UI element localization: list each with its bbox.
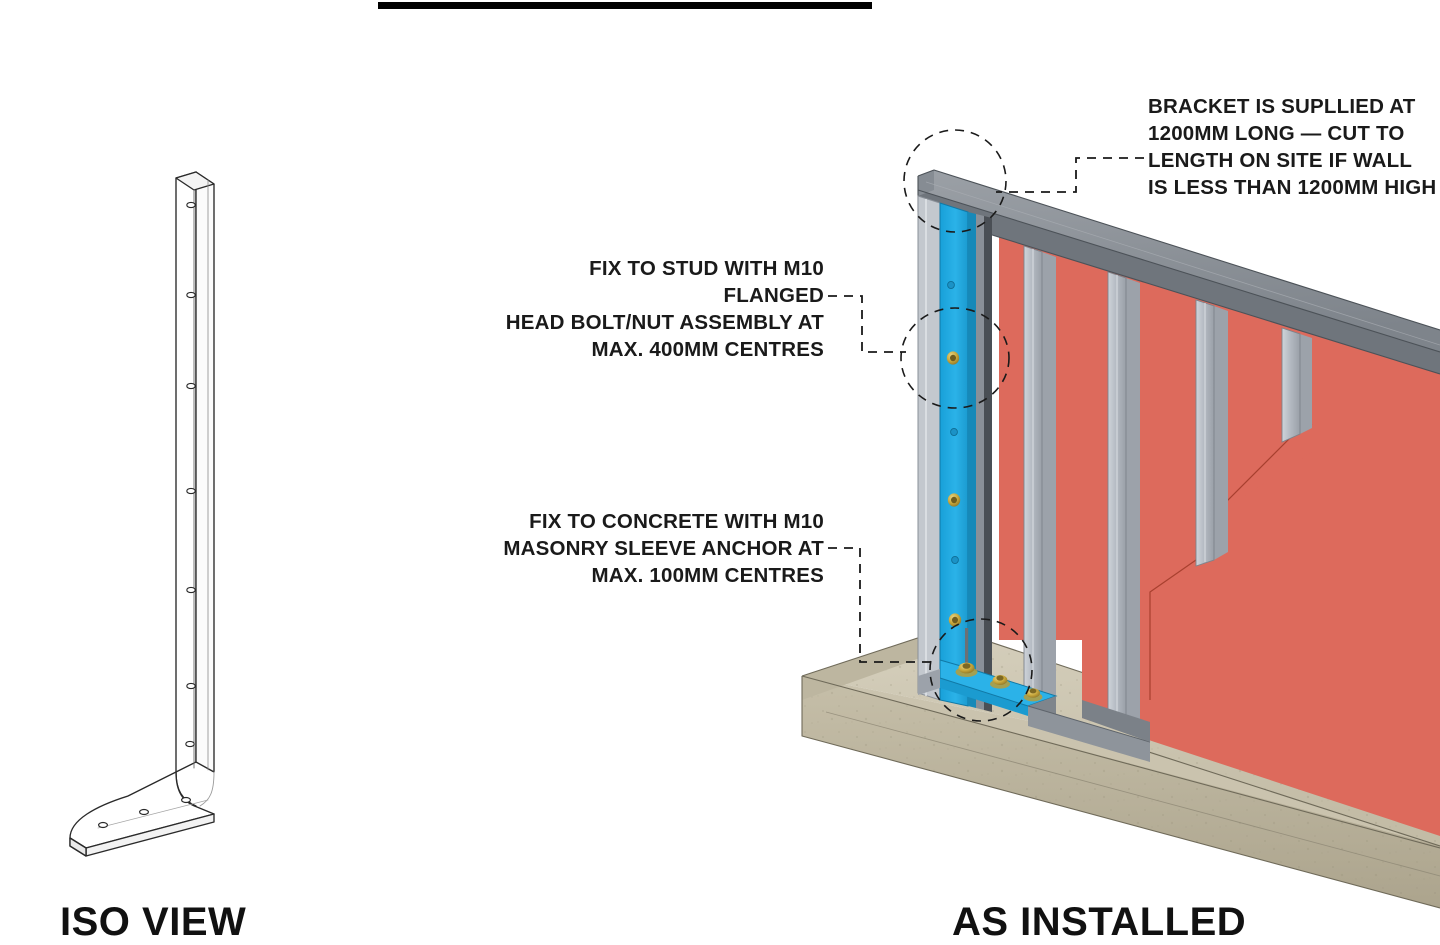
annotation-stud-fixing: FIX TO STUD WITH M10 FLANGED HEAD BOLT/N…	[505, 257, 824, 362]
installed-view-assembly	[801, 129, 1440, 909]
bracket-hole	[185, 201, 196, 748]
detail-circle-top	[903, 129, 1007, 233]
iso-view-bracket-drawing	[69, 171, 215, 857]
title-underline-rule	[378, 2, 872, 9]
steel-stud	[1107, 271, 1140, 731]
steel-stud	[1195, 299, 1228, 567]
steel-stud	[1281, 327, 1312, 443]
blue-bracket-vertical-leg	[939, 202, 992, 712]
flanged-bolt-head	[948, 613, 962, 627]
annotation-bracket-length: BRACKET IS SUPLLIED AT 1200MM LONG — CUT…	[1148, 95, 1437, 200]
sleeve-anchor	[990, 675, 1010, 689]
flanged-bolt-head	[946, 351, 960, 365]
end-stud	[917, 195, 941, 701]
leader-lines	[828, 157, 1144, 663]
leader-concrete-fix	[828, 547, 932, 663]
detail-circle-bottom	[929, 618, 1033, 722]
bracket-foot-hole	[98, 796, 191, 829]
bracket-bolt-heads	[946, 280, 962, 627]
detail-callout-circles	[900, 129, 1033, 722]
slab-sleeve-anchors	[955, 628, 1043, 702]
leader-stud-fix	[828, 295, 906, 353]
bracket-open-hole	[947, 280, 959, 565]
sleeve-anchor	[955, 628, 978, 677]
flanged-bolt-head	[947, 493, 961, 507]
detail-circle-middle	[900, 307, 1010, 409]
bottom-track	[1027, 700, 1151, 762]
caption-as-installed: AS INSTALLED	[952, 900, 1247, 944]
steel-studs	[1023, 245, 1312, 731]
sleeve-anchor	[1023, 688, 1043, 702]
caption-iso-view: ISO VIEW	[60, 900, 247, 944]
annotation-concrete-fixing: FIX TO CONCRETE WITH M10 MASONRY SLEEVE …	[503, 510, 824, 588]
leader-bracket-length	[996, 157, 1144, 193]
steel-stud	[1023, 245, 1056, 717]
